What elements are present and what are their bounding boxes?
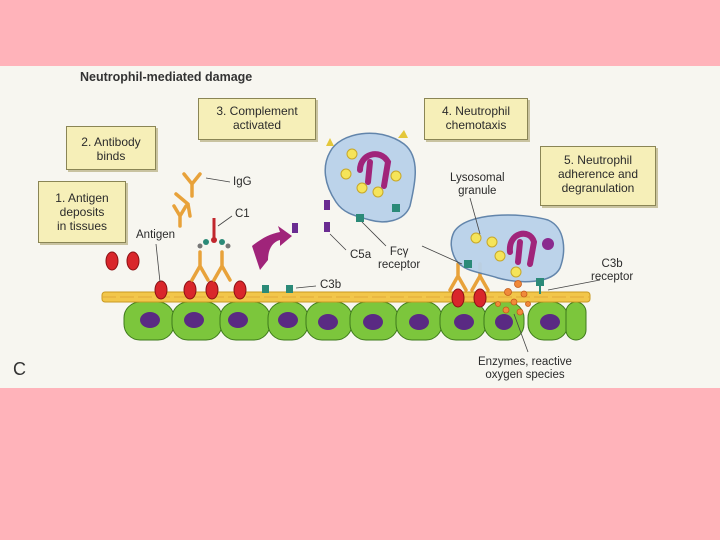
c1-complex [197, 218, 231, 249]
label-antigen: Antigen [136, 229, 176, 241]
c5a-fragments [292, 200, 330, 233]
enzyme-droplets [495, 280, 531, 316]
label-c3b-receptor: C3b receptor [591, 258, 634, 283]
free-antigens [105, 251, 140, 271]
tissue-cell [123, 301, 175, 341]
step-3-complement-activated: 3. Complement activated [198, 98, 316, 140]
label-enzymes: Enzymes, reactive oxygen species [478, 356, 572, 381]
immune-damage-diagram [75, 130, 601, 353]
neutrophil-adherent [450, 214, 565, 294]
c3b-deposits [262, 285, 293, 293]
neutrophil-chemotaxis [324, 130, 416, 223]
label-igg: IgG [233, 176, 252, 188]
tissue-cell [171, 301, 223, 341]
label-c5a: C5a [350, 249, 372, 261]
tissue-cell [349, 301, 399, 341]
step-5-neutrophil-adherence: 5. Neutrophil adherence and degranulatio… [540, 146, 656, 206]
basement-membrane [101, 291, 591, 303]
tissue-cell [483, 301, 525, 341]
step-4-neutrophil-chemotaxis: 4. Neutrophil chemotaxis [424, 98, 528, 140]
figure-panel: Neutrophil-mediated damage C 1. Antigen … [0, 66, 720, 388]
tissue-cell [439, 301, 487, 341]
tissue-cell [565, 301, 587, 341]
label-lysosomal-granule: Lysosomal granule [450, 172, 505, 197]
panel-letter: C [13, 359, 26, 379]
complement-cleavage-arrow [252, 226, 292, 270]
igg-antibodies [172, 172, 202, 228]
tissue-cell [305, 301, 353, 341]
label-c1: C1 [235, 208, 250, 220]
tissue-cell [527, 301, 569, 341]
tissue-cell [219, 301, 271, 341]
figure-title: Neutrophil-mediated damage [80, 70, 253, 84]
deposited-antigens [154, 280, 487, 308]
tissue-cell [267, 301, 309, 341]
tissue-cell [395, 301, 443, 341]
step-2-antibody-binds: 2. Antibody binds [66, 126, 156, 170]
label-c3b: C3b [320, 279, 342, 291]
label-fc-receptor: Fcγ receptor [378, 246, 421, 271]
tissue-cells [123, 301, 587, 341]
step-1-antigen-deposits: 1. Antigen deposits in tissues [38, 181, 126, 243]
